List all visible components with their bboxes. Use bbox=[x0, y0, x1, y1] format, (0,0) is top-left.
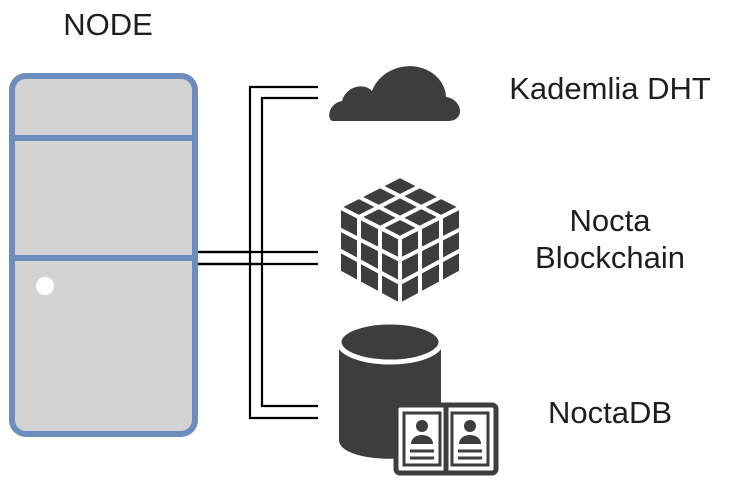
connector-noctadb-outer bbox=[248, 252, 318, 420]
label-line: Blockchain bbox=[535, 240, 685, 276]
cloud-icon bbox=[329, 66, 461, 121]
label-line: Kademlia DHT bbox=[509, 71, 711, 106]
connector-lines bbox=[198, 85, 318, 420]
server-power-led bbox=[36, 277, 54, 295]
label-line: Nocta bbox=[569, 203, 651, 238]
connector-kademlia-inner bbox=[198, 96, 318, 266]
node-title: NODE bbox=[63, 7, 153, 42]
address-book-icon bbox=[393, 402, 499, 476]
component-label-kademlia: Kademlia DHT bbox=[492, 70, 728, 107]
server-node-icon bbox=[9, 73, 198, 437]
component-label-blockchain: Nocta Blockchain bbox=[515, 202, 705, 276]
cube-grid-icon bbox=[337, 174, 463, 307]
connector-noctadb-inner bbox=[260, 264, 318, 408]
connector-kademlia-outer bbox=[198, 85, 318, 254]
label-line: NoctaDB bbox=[547, 395, 673, 430]
component-label-noctadb: NoctaDB bbox=[520, 394, 700, 431]
